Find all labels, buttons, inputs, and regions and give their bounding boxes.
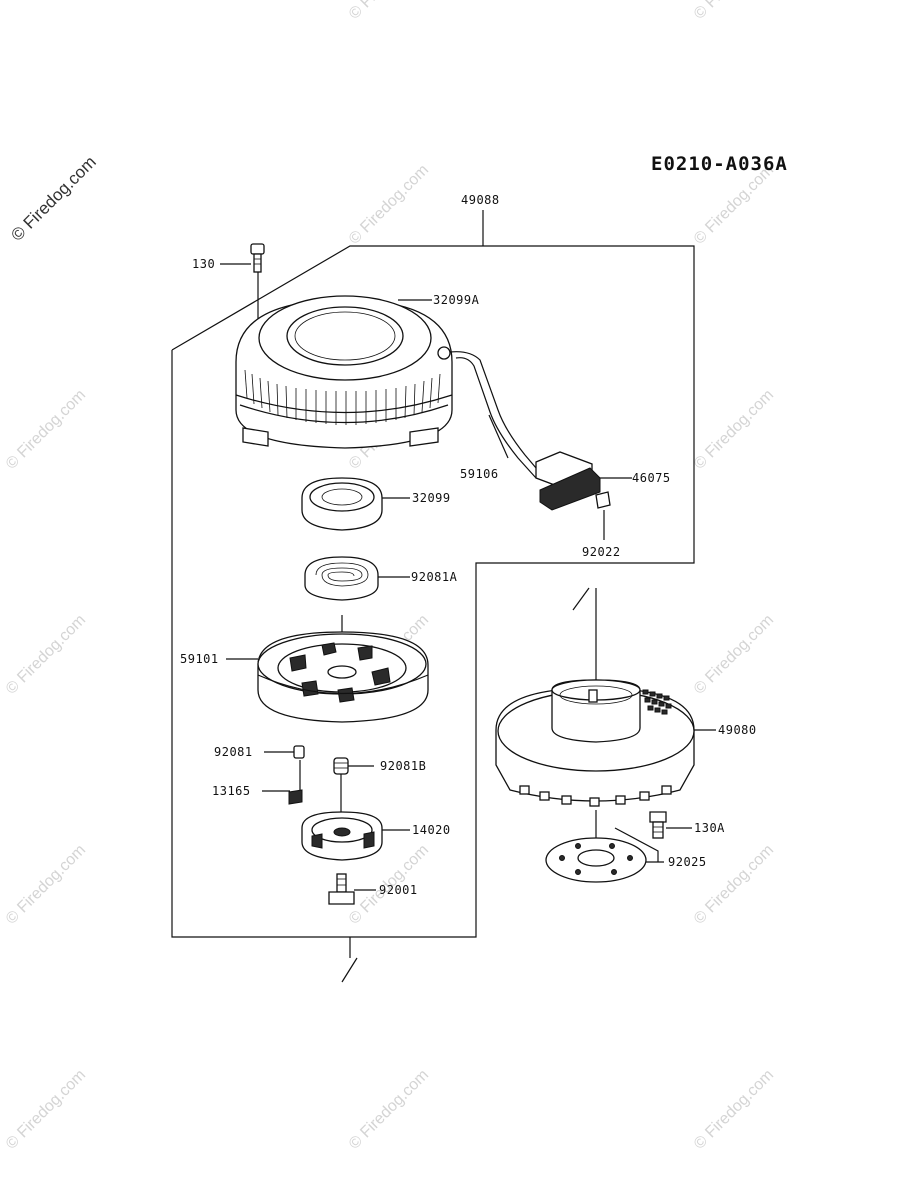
label-92081A: 92081A <box>411 570 458 584</box>
watermark-text: © Firedog.com <box>3 611 89 697</box>
watermark-text: © Firedog.com <box>691 611 777 697</box>
ratchet-13165 <box>262 760 303 805</box>
guide-14020 <box>301 811 410 861</box>
plate-92025 <box>545 810 664 883</box>
label-130A: 130A <box>694 821 725 835</box>
label-32099: 32099 <box>412 491 451 505</box>
label-92081: 92081 <box>214 745 253 759</box>
recoil-housing-32099A <box>235 295 453 449</box>
label-49080: 49080 <box>718 723 757 737</box>
label-130: 130 <box>192 257 215 271</box>
diagram-code: E0210-A036A <box>651 153 788 175</box>
bolt-130A <box>649 811 692 839</box>
label-14020: 14020 <box>412 823 451 837</box>
watermark-text: © Firedog.com <box>691 386 777 472</box>
watermark-text: © Firedog.com <box>346 161 432 247</box>
label-92022: 92022 <box>582 545 621 559</box>
label-59106: 59106 <box>460 467 499 481</box>
screw-92001 <box>328 873 376 905</box>
watermark-text: © Firedog.com <box>346 0 432 23</box>
watermark-text: © Firedog.com <box>3 841 89 927</box>
watermark-text: © Firedog.com <box>691 0 777 23</box>
part-labels: 49088 130 32099A 59106 46075 32099 92022… <box>180 193 757 897</box>
assembly-outline <box>171 210 695 983</box>
label-13165: 13165 <box>212 784 251 798</box>
label-32099A: 32099A <box>433 293 480 307</box>
watermark-text: © Firedog.com <box>3 1066 89 1152</box>
pulley-49080 <box>495 679 716 807</box>
handle-46075 <box>535 451 632 511</box>
label-49088: 49088 <box>461 193 500 207</box>
spring-92081 <box>264 745 305 759</box>
watermark-text: © Firedog.com <box>3 386 89 472</box>
stopper-92022 <box>595 491 611 540</box>
label-92025: 92025 <box>668 855 707 869</box>
spring-92081A <box>304 556 410 601</box>
watermark-text: © Firedog.com <box>346 1066 432 1152</box>
label-92081B: 92081B <box>380 759 426 773</box>
spring-92081B <box>333 757 374 818</box>
rope-59106 <box>449 351 543 479</box>
cover-32099 <box>301 477 410 531</box>
label-59101: 59101 <box>180 652 219 666</box>
reel-59101 <box>226 615 429 723</box>
label-92001: 92001 <box>379 883 418 897</box>
label-46075: 46075 <box>632 471 671 485</box>
watermark-text: © Firedog.com <box>691 1066 777 1152</box>
watermark-main: © Firedog.com <box>7 152 99 244</box>
